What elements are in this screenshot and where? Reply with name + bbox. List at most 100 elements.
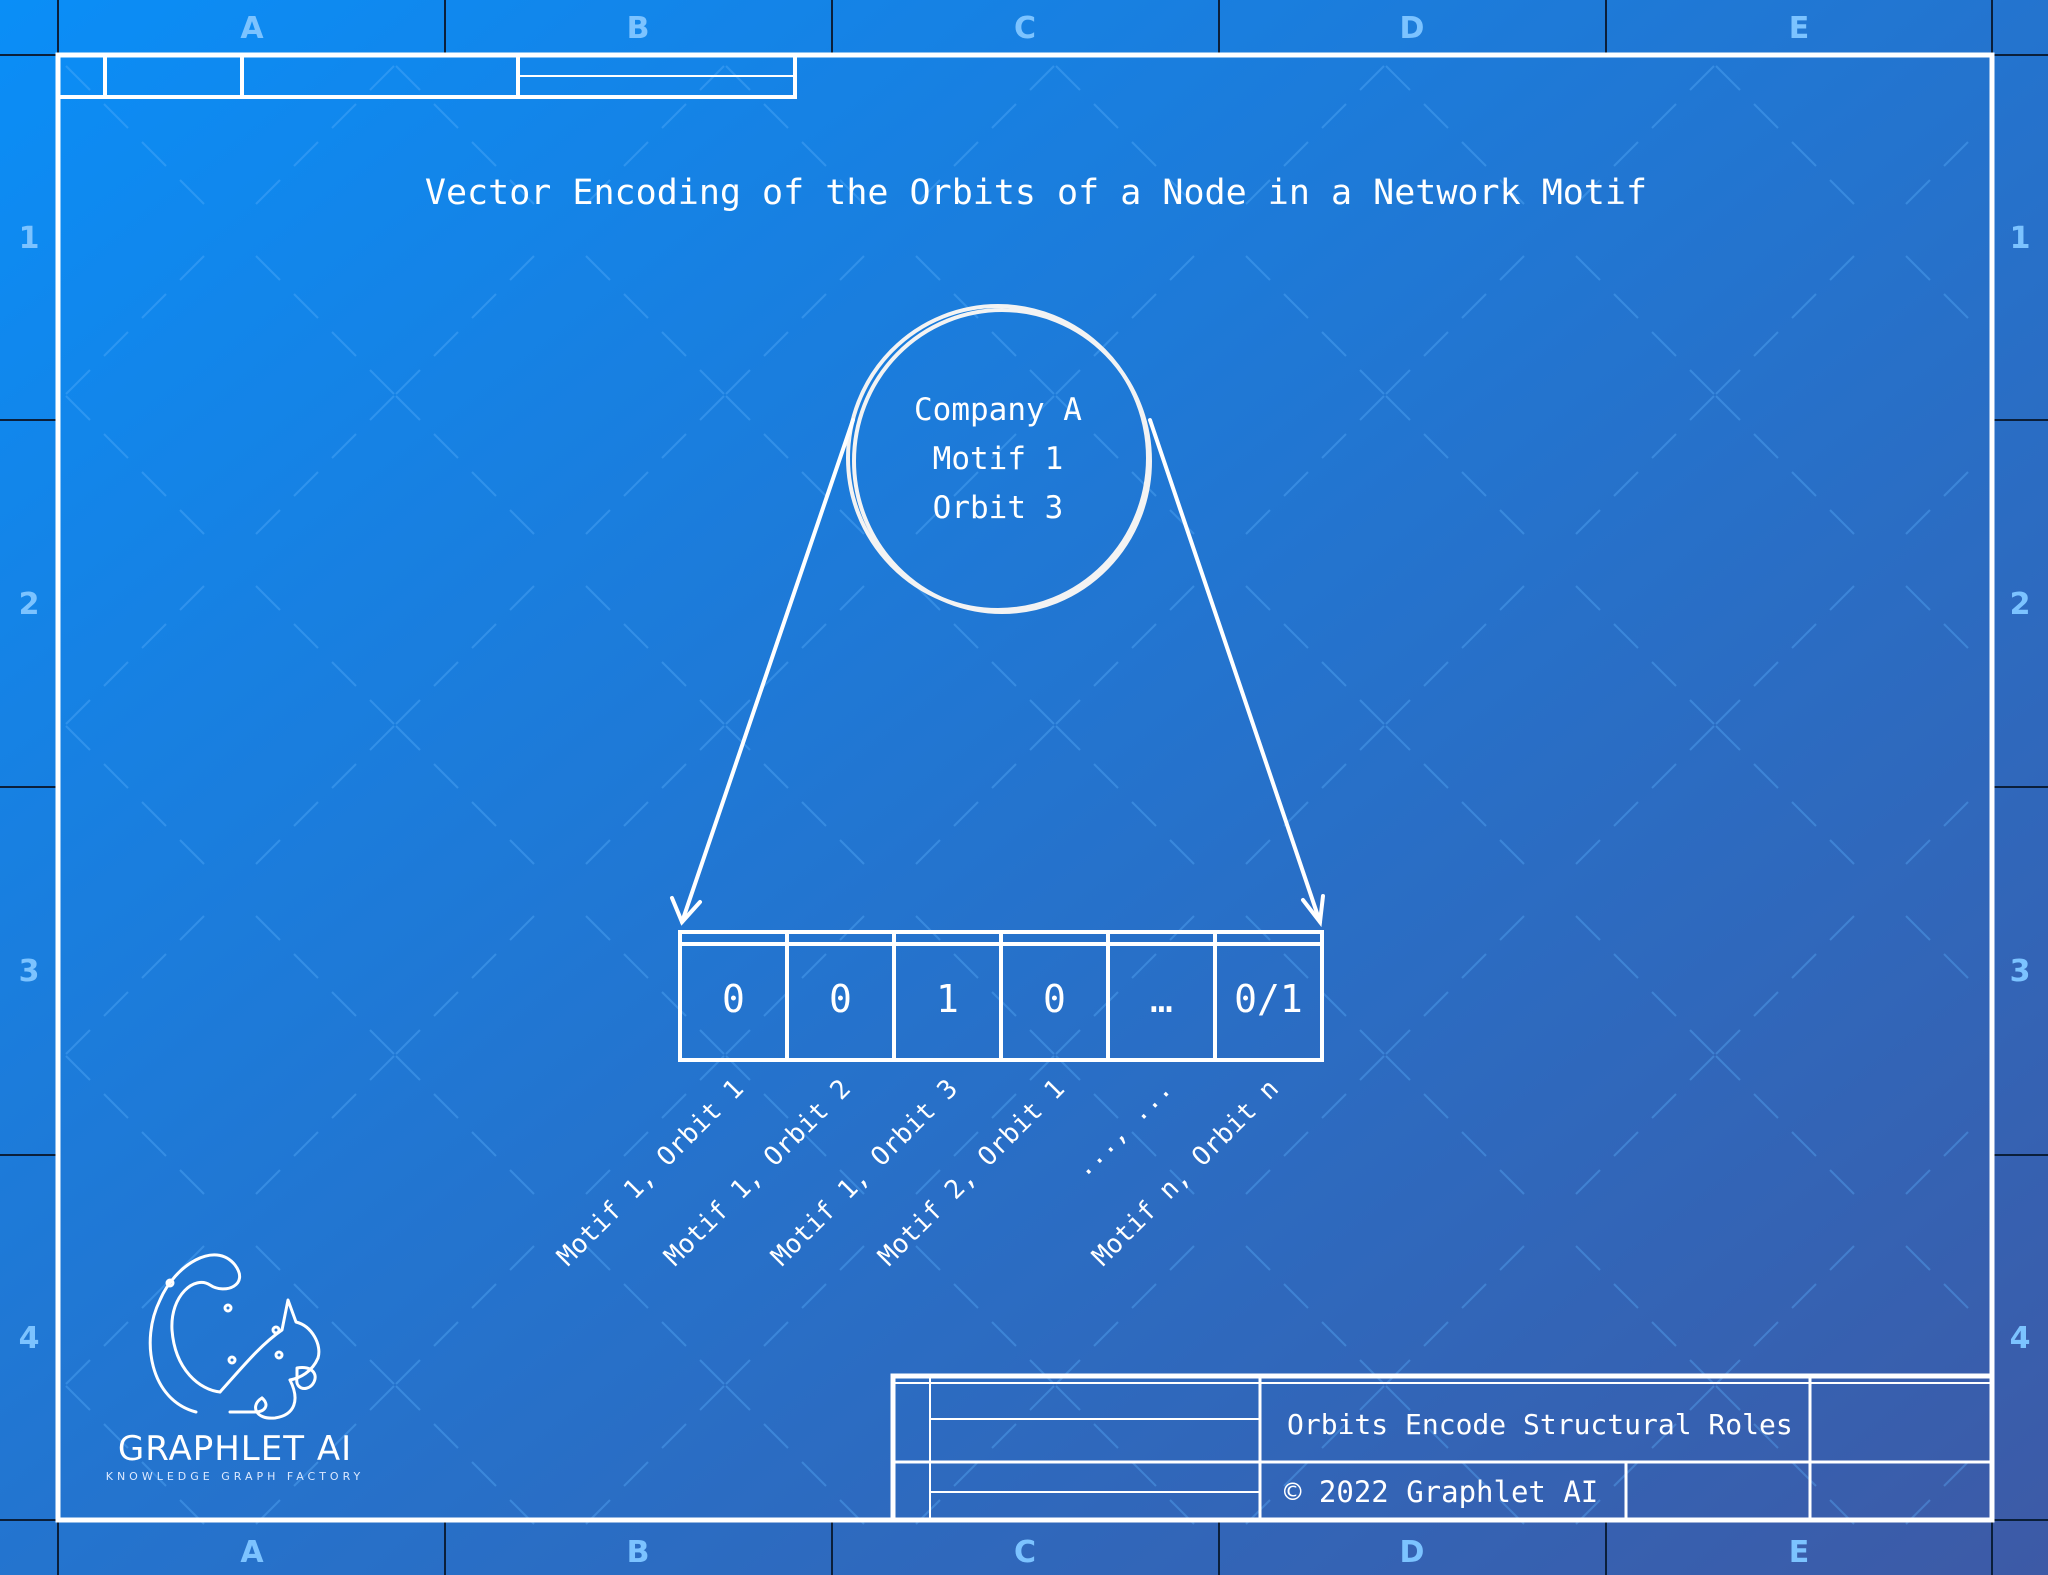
pattern-dash xyxy=(953,623,979,649)
pattern-dash xyxy=(1385,369,1411,395)
pattern-dash xyxy=(395,1359,421,1385)
pattern-dash xyxy=(1829,915,1855,941)
pattern-dash xyxy=(953,953,979,979)
pattern-dash xyxy=(1791,801,1817,827)
pattern-dash xyxy=(1359,395,1385,421)
pattern-dash xyxy=(1613,953,1639,979)
pattern-dash xyxy=(1689,1359,1715,1385)
pattern-dash xyxy=(1169,255,1195,281)
pattern-dash xyxy=(1829,1245,1855,1271)
row-label: 3 xyxy=(2010,954,2031,989)
pattern-dash xyxy=(991,991,1017,1017)
pattern-dash xyxy=(179,1169,205,1195)
pattern-dash xyxy=(1321,331,1347,357)
pattern-dash xyxy=(433,433,459,459)
pattern-dash xyxy=(699,1359,725,1385)
pattern-dash xyxy=(255,509,281,535)
pattern-dash xyxy=(1575,509,1601,535)
pattern-dash xyxy=(471,623,497,649)
pattern-dash xyxy=(1169,179,1195,205)
pattern-dash xyxy=(395,369,421,395)
pattern-dash xyxy=(1385,1359,1411,1385)
pattern-dash xyxy=(331,991,357,1017)
pattern-dash xyxy=(65,699,91,725)
column-labels-top: A B C D E xyxy=(240,11,1809,46)
pattern-dash xyxy=(1715,725,1741,751)
pattern-dash xyxy=(1169,839,1195,865)
pattern-dash xyxy=(991,331,1017,357)
pattern-dash xyxy=(1385,725,1411,751)
pattern-dash xyxy=(1905,1169,1931,1195)
pattern-dash xyxy=(1423,1093,1449,1119)
pattern-dash xyxy=(1613,1283,1639,1309)
vector-cell-value: 1 xyxy=(936,977,959,1021)
pattern-dash xyxy=(1029,395,1055,421)
pattern-dash xyxy=(433,1093,459,1119)
pattern-dash xyxy=(953,801,979,827)
pattern-dash xyxy=(1689,725,1715,751)
column-label: A xyxy=(240,1535,264,1570)
pattern-dash xyxy=(369,369,395,395)
pattern-dash xyxy=(763,331,789,357)
pattern-dash xyxy=(1943,293,1969,319)
pattern-dash xyxy=(1905,585,1931,611)
pattern-dash xyxy=(1943,801,1969,827)
arrow-right xyxy=(1148,418,1322,924)
pattern-dash xyxy=(509,1245,535,1271)
pattern-dash xyxy=(331,763,357,789)
pattern-dash xyxy=(65,1359,91,1385)
pattern-dash xyxy=(141,1131,167,1157)
pattern-dash xyxy=(1245,1169,1271,1195)
pattern-dash xyxy=(395,395,421,421)
pattern-dash xyxy=(839,1245,865,1271)
pattern-dash xyxy=(725,1385,751,1411)
pattern-dash xyxy=(763,103,789,129)
pattern-dash xyxy=(1943,953,1969,979)
pattern-dash xyxy=(471,293,497,319)
pattern-dash xyxy=(1169,1169,1195,1195)
pattern-dash xyxy=(369,699,395,725)
pattern-dash xyxy=(1829,839,1855,865)
pattern-dash xyxy=(1943,471,1969,497)
node-circle xyxy=(846,304,1152,614)
pattern-dash xyxy=(103,763,129,789)
row-label: 2 xyxy=(19,587,40,622)
pattern-dash xyxy=(509,179,535,205)
pattern-dash xyxy=(1689,369,1715,395)
pattern-dash xyxy=(623,1461,649,1487)
pattern-dash xyxy=(1575,585,1601,611)
pattern-dash xyxy=(1613,801,1639,827)
pattern-dash xyxy=(331,661,357,687)
pattern-dash xyxy=(585,1169,611,1195)
pattern-dash xyxy=(1829,509,1855,535)
pattern-dash xyxy=(1169,915,1195,941)
pattern-dash xyxy=(953,1461,979,1487)
pattern-dash xyxy=(369,1055,395,1081)
pattern-dash xyxy=(839,915,865,941)
pattern-dash xyxy=(585,1245,611,1271)
pattern-dash xyxy=(1131,623,1157,649)
pattern-dash xyxy=(509,839,535,865)
pattern-dash xyxy=(331,1321,357,1347)
pattern-dash xyxy=(1321,1423,1347,1449)
arrow-left xyxy=(680,418,855,924)
pattern-dash xyxy=(763,661,789,687)
pattern-dash xyxy=(1131,953,1157,979)
pattern-dash xyxy=(293,1283,319,1309)
pattern-dash xyxy=(699,65,725,91)
pattern-dash xyxy=(1283,141,1309,167)
pattern-dash xyxy=(1791,1461,1817,1487)
pattern-dash xyxy=(141,953,167,979)
pattern-dash xyxy=(1791,1283,1817,1309)
pattern-dash xyxy=(991,433,1017,459)
row-label: 3 xyxy=(19,954,40,989)
background-pattern xyxy=(65,65,1969,1525)
pattern-dash xyxy=(1689,395,1715,421)
pattern-dash xyxy=(369,1359,395,1385)
pattern-dash xyxy=(915,915,941,941)
pattern-dash xyxy=(585,915,611,941)
pattern-dash xyxy=(585,585,611,611)
row-label: 4 xyxy=(19,1321,40,1356)
pattern-dash xyxy=(1385,1055,1411,1081)
